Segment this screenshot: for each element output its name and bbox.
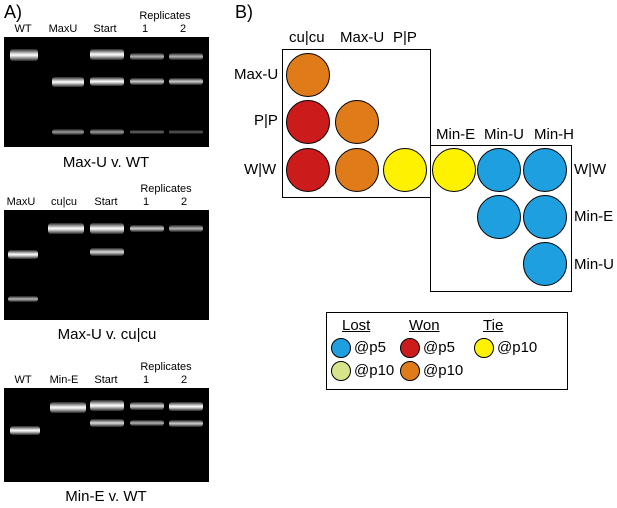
right-col-label-2: Min-U (484, 126, 524, 143)
gel-band (169, 225, 203, 232)
gel-band (52, 77, 84, 87)
gel-band (90, 248, 124, 256)
gel-1-lane-1-label: WT (14, 23, 32, 35)
gel-band (10, 426, 40, 435)
legend-frame (326, 312, 568, 390)
gel-band (169, 420, 203, 427)
circle-ww-vs-cucu-won-p5 (286, 148, 330, 192)
legend-header-tie: Tie (483, 317, 504, 334)
gel-band (90, 49, 124, 60)
gel-2-lane-3-label: Start (94, 196, 118, 208)
gel-band (90, 129, 124, 135)
legend-swatch-lost-p10 (331, 361, 351, 381)
gel-3-replicates-label: Replicates (140, 361, 192, 373)
panel-b-label: B) (235, 2, 253, 22)
legend-header-won: Won (409, 317, 440, 334)
legend-label-lost-p5: @p5 (354, 339, 386, 356)
gel-3-lane-4-label: 1 (142, 374, 150, 386)
gel-3-lane-5-label: 2 (180, 374, 188, 386)
gel-band (130, 225, 164, 232)
left-col-label-2: Max-U (340, 29, 385, 46)
right-row-label-1: W|W (574, 161, 607, 178)
legend-header-lost: Lost (342, 317, 371, 334)
gel-1-caption: Max-U v. WT (62, 154, 150, 171)
left-row-label-1: Max-U (234, 66, 279, 83)
circle-pp-vs-cucu-won-p5 (286, 100, 330, 144)
right-col-label-1: Min-E (436, 126, 476, 143)
gel-1-lane-4-label: 1 (141, 23, 149, 35)
gel-band (130, 53, 164, 60)
gel-3-image (4, 388, 209, 482)
gel-1-lane-3-label: Start (93, 23, 117, 35)
circle-maxu-vs-cucu-won-p10 (286, 53, 330, 97)
circle-ww-vs-mine-tie-p10 (432, 148, 476, 192)
circle-pp-vs-maxu-won-p10 (335, 100, 379, 144)
gel-band (90, 223, 124, 234)
gel-2-lane-2-label: cu|cu (50, 196, 78, 208)
legend-swatch-won-p10 (400, 361, 420, 381)
circle-ww-vs-pp-tie-p10 (383, 148, 427, 192)
gel-1-replicates-label: Replicates (139, 10, 191, 22)
left-row-label-3: W|W (244, 161, 277, 178)
gel-1-lane-5-label: 2 (179, 23, 187, 35)
gel-band (169, 402, 203, 411)
gel-band (169, 53, 203, 60)
gel-band (130, 420, 164, 426)
gel-band (52, 129, 84, 135)
panel-a-label: A) (4, 2, 22, 22)
legend-label-tie-p10: @p10 (497, 339, 538, 356)
gel-1-image (4, 37, 209, 147)
gel-2-replicates-label: Replicates (140, 183, 192, 195)
right-row-label-2: Min-E (574, 208, 614, 225)
gel-3-lane-2-label: Min-E (49, 374, 79, 386)
gel-3-lane-3-label: Start (94, 374, 118, 386)
gel-band (169, 78, 203, 85)
gel-3-lane-1-label: WT (14, 374, 32, 386)
gel-band (90, 77, 124, 86)
gel-band (90, 419, 124, 427)
circle-mine-vs-minh-lost-p5 (523, 195, 567, 239)
gel-band (90, 400, 124, 411)
gel-band (169, 130, 203, 134)
gel-2-lane-5-label: 2 (180, 196, 188, 208)
gel-band (48, 223, 84, 234)
circle-ww-vs-minh-lost-p5 (523, 148, 567, 192)
gel-band (50, 402, 86, 413)
legend-swatch-won-p5 (400, 338, 420, 358)
gel-2-lane-1-label: MaxU (6, 196, 36, 208)
gel-band (8, 296, 38, 302)
gel-band (8, 250, 38, 259)
gel-2-lane-4-label: 1 (142, 196, 150, 208)
legend-label-won-p10: @p10 (423, 362, 464, 379)
gel-1-lane-2-label: MaxU (48, 23, 78, 35)
legend-swatch-lost-p5 (331, 338, 351, 358)
right-col-label-3: Min-H (534, 126, 574, 143)
legend-swatch-tie-p10 (474, 338, 494, 358)
gel-band (130, 402, 164, 410)
circle-ww-vs-minu-lost-p5 (477, 148, 521, 192)
left-col-label-1: cu|cu (289, 29, 325, 46)
gel-3-caption: Min-E v. WT (65, 488, 147, 505)
gel-2-caption: Max-U v. cu|cu (57, 326, 157, 343)
left-row-label-2: P|P (254, 112, 278, 129)
legend-label-won-p5: @p5 (423, 339, 455, 356)
right-row-label-3: Min-U (574, 256, 614, 273)
left-col-label-3: P|P (393, 29, 417, 46)
circle-ww-vs-maxu-won-p10 (335, 148, 379, 192)
gel-band (130, 78, 164, 85)
circle-minu-vs-minh-lost-p5 (523, 242, 567, 286)
gel-band (130, 130, 164, 134)
gel-2-image (4, 210, 209, 320)
legend-label-lost-p10: @p10 (354, 362, 395, 379)
circle-mine-vs-minu-lost-p5 (477, 195, 521, 239)
gel-band (10, 49, 38, 61)
